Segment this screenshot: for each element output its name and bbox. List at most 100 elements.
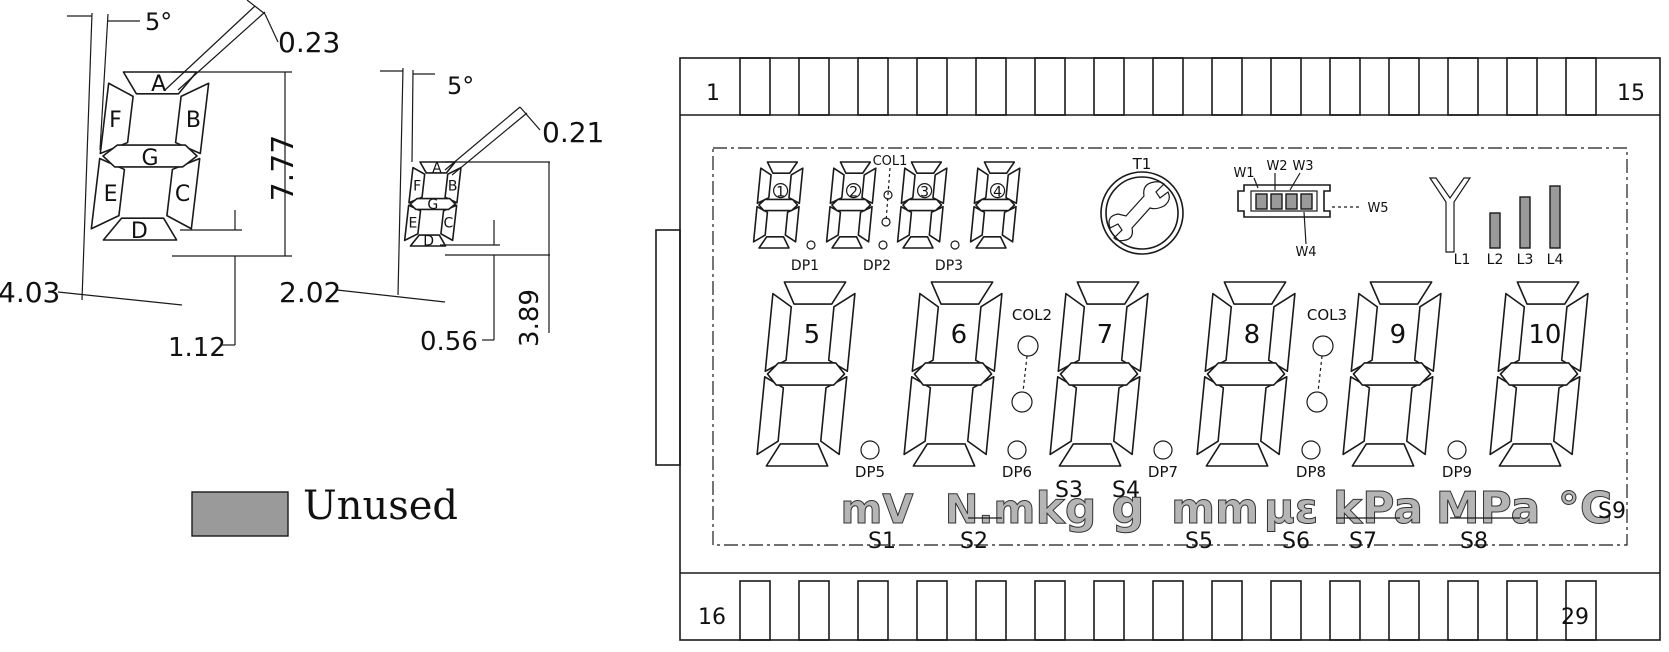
- dimension-line: [336, 289, 446, 303]
- wifi-label-w2: W2: [1266, 159, 1287, 174]
- pin-label-bottom-first: 16: [698, 605, 726, 630]
- width-label: 4.03: [0, 276, 60, 309]
- segment-label-a: A: [432, 160, 442, 176]
- dimension-digit-small-segment-f: [408, 166, 426, 204]
- small-digit-4-segment-d: [975, 236, 1007, 249]
- small-dp-1: [806, 240, 816, 250]
- segment-label-g: G: [141, 146, 158, 171]
- big-digit-8-segment-f: [1204, 292, 1233, 373]
- battery-inner: [1250, 190, 1318, 212]
- small-digit-2-segment-d: [831, 236, 863, 249]
- big-dp-label: DP9: [1442, 463, 1472, 481]
- big-digit-9-segment-e: [1342, 375, 1371, 456]
- tool-ring-inner: [1105, 176, 1179, 250]
- dimension-digit-large-segment-d: [102, 217, 178, 241]
- extension-line: [397, 67, 404, 296]
- bottom-pin: [739, 580, 771, 641]
- small-digit-1-segment-c: [784, 205, 800, 243]
- big-digit-8-segment-c: [1259, 375, 1288, 456]
- bottom-pin: [1329, 580, 1361, 641]
- big-digit-5-segment-g: [766, 362, 846, 386]
- col3-dot-bottom: [1306, 391, 1328, 413]
- bottom-pin: [1565, 580, 1597, 641]
- bottom-pin: [1388, 580, 1420, 641]
- big-dp-label: DP6: [1002, 463, 1032, 481]
- small-digit-1-segment-a: [766, 161, 799, 174]
- big-digit-7-segment-c: [1112, 375, 1141, 456]
- unit-segment-label-s5: S5: [1185, 529, 1213, 554]
- col3-label: COL3: [1307, 306, 1347, 324]
- digit-number-label: 2: [849, 185, 858, 201]
- top-pin: [1034, 57, 1066, 116]
- unit-2: N.m: [945, 487, 1035, 533]
- big-digit-5-segment-c: [819, 375, 848, 456]
- segment-label-f: F: [413, 178, 421, 194]
- col1-label: COL1: [873, 154, 908, 169]
- top-pin: [798, 57, 830, 116]
- height-label: 3.89: [515, 289, 545, 347]
- wifi-label-w5: W5: [1367, 201, 1388, 216]
- segment-label-g: G: [427, 197, 438, 213]
- top-pin: [975, 57, 1007, 116]
- wifi-leader: [1289, 172, 1301, 191]
- big-digit-10-segment-f: [1497, 292, 1526, 373]
- small-dp-3: [950, 240, 960, 250]
- extension-line: [99, 13, 109, 151]
- big-digit-9-segment-d: [1351, 443, 1415, 467]
- pin-label-top-last: 15: [1617, 81, 1645, 106]
- legend-unused-label: Unused: [303, 483, 459, 529]
- small-digit-1-segment-e: [752, 205, 769, 243]
- digit-number-ring: [916, 182, 933, 199]
- slant-angle-label: 5°: [145, 8, 172, 36]
- small-digit-4-segment-b: [1005, 167, 1021, 205]
- big-digit-7-segment-d: [1058, 443, 1122, 467]
- small-digit-1-segment-g: [758, 198, 799, 212]
- battery-bar-unused: [1300, 193, 1313, 210]
- top-pin: [1270, 57, 1302, 116]
- big-digit-10-segment-g: [1499, 362, 1579, 386]
- unit-6: με: [1264, 484, 1318, 533]
- big-digit-9-segment-f: [1350, 292, 1379, 373]
- battery-bar-unused: [1270, 193, 1283, 210]
- unit-1: mV: [841, 487, 914, 533]
- extension-line: [411, 69, 414, 163]
- small-digit-3-segment-b: [932, 167, 948, 205]
- big-digit-6-segment-f: [911, 292, 940, 373]
- segment-label-c: C: [444, 216, 454, 232]
- dimension-digit-small-segment-b: [444, 166, 462, 204]
- small-digit-4-segment-g: [975, 198, 1016, 212]
- segment-label-b: B: [186, 108, 201, 133]
- stroke-width-label: 0.21: [542, 116, 604, 149]
- unit-7: kPa: [1333, 483, 1423, 534]
- big-digit-5-segment-a: [783, 281, 847, 305]
- big-dp-5: [860, 440, 880, 460]
- segment-label-d: D: [423, 234, 434, 250]
- big-digit-6-segment-e: [903, 375, 932, 456]
- big-digit-10: [1489, 281, 1589, 467]
- big-digit-5-segment-f: [764, 292, 793, 373]
- dimension-digit-large-segment-g: [102, 144, 198, 168]
- big-digit-8-segment-b: [1267, 292, 1296, 373]
- unit-8: MPa: [1436, 483, 1541, 534]
- dimension-digit-small-segment-d: [409, 234, 447, 247]
- dimension-digit-small-segment-a: [419, 161, 456, 174]
- top-pin: [1152, 57, 1184, 116]
- big-digit-10-segment-c: [1552, 375, 1581, 456]
- bottom-pin: [1093, 580, 1125, 641]
- level-bar-l2: [1489, 212, 1501, 249]
- small-digit-2-segment-g: [831, 198, 872, 212]
- big-dp-label: DP5: [855, 463, 885, 481]
- small-digit-3-segment-c: [928, 205, 944, 243]
- wifi-label-w4: W4: [1295, 245, 1316, 260]
- unit-segment-label-s2: S2: [960, 529, 988, 554]
- digit-number-ring: [845, 182, 862, 199]
- bottom-pin: [916, 580, 948, 641]
- top-pin: [1506, 57, 1538, 116]
- unit-3: kg: [1036, 483, 1097, 534]
- col2-dot-top: [1017, 335, 1039, 357]
- big-digit-number: 8: [1244, 320, 1261, 350]
- col3-dot-top: [1312, 335, 1334, 357]
- digit-number-ring: [772, 182, 789, 199]
- bottom-pin: [1270, 580, 1302, 641]
